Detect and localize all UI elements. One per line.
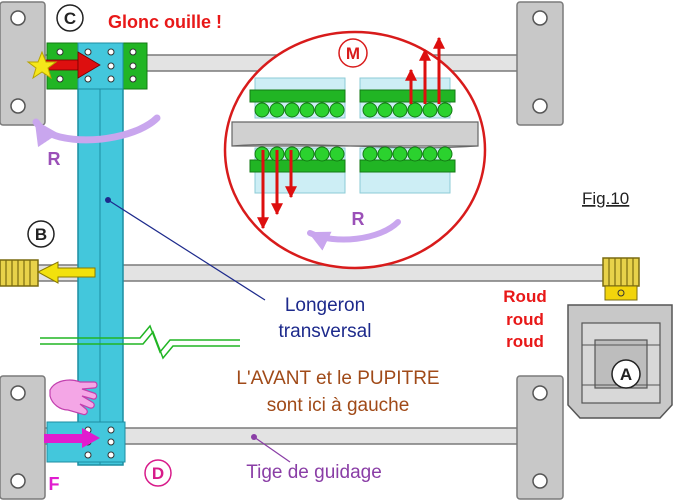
svg-text:C: C <box>64 9 76 28</box>
bracket-bottom-right <box>516 375 564 500</box>
label-r-left: R <box>48 149 61 169</box>
pulley-right <box>602 257 640 301</box>
arrow-yellow-b <box>36 261 96 284</box>
roud-line3: roud <box>506 332 544 351</box>
longeron-line2: transversal <box>279 321 372 342</box>
pulley-left <box>0 259 39 287</box>
star-icon <box>26 50 58 80</box>
tige-pointer-line <box>253 436 291 463</box>
arrow-red-top <box>41 51 101 79</box>
fig-label: Fig.10 <box>582 189 629 208</box>
label-f: F <box>49 474 60 494</box>
break-line <box>40 324 240 360</box>
roud-line1: Roud <box>503 287 546 306</box>
label-b: B <box>27 220 55 248</box>
svg-text:D: D <box>152 464 164 483</box>
bracket-top-right <box>516 1 564 126</box>
label-d: D <box>144 459 172 487</box>
bracket-bottom-left <box>0 375 46 500</box>
longeron-line1: Longeron <box>285 295 365 316</box>
tige-label: Tige de guidage <box>246 462 382 483</box>
arrows-down <box>257 150 297 230</box>
rotation-arrow-left <box>32 114 161 148</box>
gloncouille-text: Glonc ouille ! <box>108 12 222 32</box>
rotation-arrow-inset <box>307 219 401 251</box>
label-m: M <box>338 38 368 68</box>
bracket-top-left <box>0 1 46 126</box>
avant-line1: L'AVANT et le PUPITRE <box>236 368 439 389</box>
longeron-pointer-line <box>107 199 266 301</box>
svg-text:A: A <box>620 365 632 384</box>
label-r-inset: R <box>352 209 365 229</box>
label-a: A <box>611 359 641 389</box>
inset-zoom <box>223 30 487 270</box>
hand-icon <box>49 379 98 416</box>
roud-line2: roud <box>506 310 544 329</box>
svg-text:M: M <box>346 44 360 63</box>
arrows-up <box>405 36 445 104</box>
avant-line2: sont ici à gauche <box>267 395 410 416</box>
arrow-magenta-f <box>44 428 100 448</box>
label-c: C <box>56 4 84 32</box>
svg-text:B: B <box>35 225 47 244</box>
